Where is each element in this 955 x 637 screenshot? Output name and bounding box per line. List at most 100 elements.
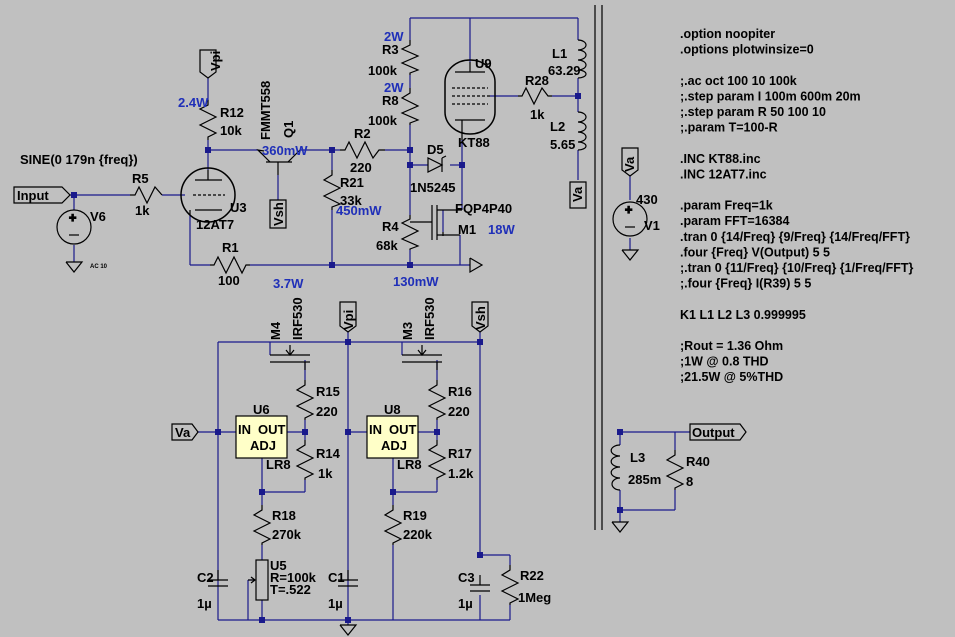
r19-value: 220k [403, 527, 433, 542]
directive-line: .param Freq=1k [680, 199, 773, 213]
net-output-label: Output [692, 425, 735, 440]
directive-line: ;Rout = 1.36 Ohm [680, 339, 783, 353]
l1-value: 63.29 [548, 63, 581, 78]
l2-value: 5.65 [550, 137, 575, 152]
u8-out: OUT [389, 422, 417, 437]
net-va-v1: Va [622, 156, 637, 172]
r8-power: 2W [384, 80, 404, 95]
svg-text:+: + [625, 203, 632, 217]
r2-value: 220 [350, 160, 372, 175]
r17-symbol [427, 440, 447, 480]
r14-value: 1k [318, 466, 333, 481]
directive-line: ;.step param R 50 100 10 [680, 105, 826, 119]
r8-name: R8 [382, 93, 399, 108]
r4-symbol [400, 215, 420, 250]
m1-sub-power: 130mW [393, 274, 439, 289]
v6-name: V6 [90, 209, 106, 224]
u8-model: LR8 [397, 457, 422, 472]
junction-dots [71, 93, 623, 623]
l3-name: L3 [630, 450, 645, 465]
r22-value: 1Meg [518, 590, 551, 605]
r3-name: R3 [382, 42, 399, 57]
directive-line [680, 136, 683, 150]
u6-adj: ADJ [250, 438, 276, 453]
l2-name: L2 [550, 119, 565, 134]
l3-value: 285m [628, 472, 661, 487]
r21-symbol [322, 170, 342, 210]
m1-name: M1 [458, 222, 476, 237]
u6-name: U6 [253, 402, 270, 417]
v6-ac: AC 10 [90, 264, 108, 270]
directive-line: .tran 0 {14/Freq} {9/Freq} {14/Freq/FFT} [680, 230, 910, 244]
zener-d5 [427, 155, 447, 173]
m4-name: M4 [268, 321, 283, 340]
spice-directives[interactable]: .option noopiter.options plotwinsize=0 ;… [680, 27, 914, 384]
r1-power-note: 3.7W [273, 276, 304, 291]
v6-symbol [56, 209, 92, 245]
r16-name: R16 [448, 384, 472, 399]
v1-value: 430 [636, 192, 658, 207]
r40-value: 8 [686, 474, 693, 489]
m1-arrow [469, 257, 484, 274]
u5-r: R=100k [270, 570, 317, 585]
d5-model: 1N5245 [410, 180, 456, 195]
u6-in: IN [238, 422, 251, 437]
r28-name: R28 [525, 73, 549, 88]
directive-line: ;.tran 0 {11/Freq} {10/Freq} {1/Freq/FFT… [680, 261, 914, 275]
directive-line [680, 323, 683, 337]
m3-name: M3 [400, 322, 415, 340]
v1-name: V1 [644, 218, 660, 233]
r1-symbol [210, 255, 250, 275]
l2-symbol [577, 111, 587, 151]
regulator-u6-box [235, 415, 288, 459]
r18-symbol [252, 505, 272, 545]
directive-line: .INC 12AT7.inc [680, 167, 767, 181]
r8-symbol [400, 88, 420, 125]
u6-out: OUT [258, 422, 286, 437]
voltage-sources: + + [56, 201, 648, 245]
directive-line: ;.param T=100-R [680, 121, 778, 135]
r18-name: R18 [272, 508, 296, 523]
m3-model: IRF530 [422, 297, 437, 340]
l3-symbol [610, 444, 621, 491]
ground-symbols [65, 249, 640, 636]
c2-name: C2 [197, 570, 214, 585]
mosfet-m3 [402, 345, 442, 370]
r19-symbol [383, 505, 403, 545]
transistor-q1 [256, 149, 301, 175]
net-vpi-bottom: Vpi [341, 310, 356, 330]
net-va-top: Va [570, 186, 585, 202]
r16-value: 220 [448, 404, 470, 419]
r5-symbol [130, 185, 163, 205]
tube-u9-kt88 [444, 59, 496, 140]
r2-name: R2 [354, 126, 371, 141]
q1-model: FMMT558 [258, 81, 273, 140]
r12-symbol [198, 100, 218, 140]
d5-name: D5 [427, 142, 444, 157]
r4-value: 68k [376, 238, 398, 253]
c3-name: C3 [458, 570, 475, 585]
r21-power: 450mW [336, 203, 382, 218]
q1-name: Q1 [281, 121, 296, 138]
r8-value: 100k [368, 113, 398, 128]
resistor-symbols [130, 40, 685, 605]
r2-symbol [340, 140, 385, 160]
directive-line: .options plotwinsize=0 [680, 43, 814, 57]
r22-symbol [500, 565, 520, 605]
m1-power: 18W [488, 222, 515, 237]
m1-model: FQP4P40 [455, 201, 512, 216]
directive-line: ;.ac oct 100 10 100k [680, 74, 797, 88]
svg-text:+: + [69, 211, 76, 225]
u5-t: T=.522 [270, 582, 311, 597]
wires-top [70, 17, 631, 266]
u6-model: LR8 [266, 457, 291, 472]
u3-model: 12AT7 [196, 217, 234, 232]
c1-name: C1 [328, 570, 345, 585]
c3-value: 1µ [458, 596, 473, 611]
u8-name: U8 [384, 402, 401, 417]
r18-value: 270k [272, 527, 302, 542]
u9-model: KT88 [458, 135, 490, 150]
net-va-bottom: Va [175, 425, 191, 440]
